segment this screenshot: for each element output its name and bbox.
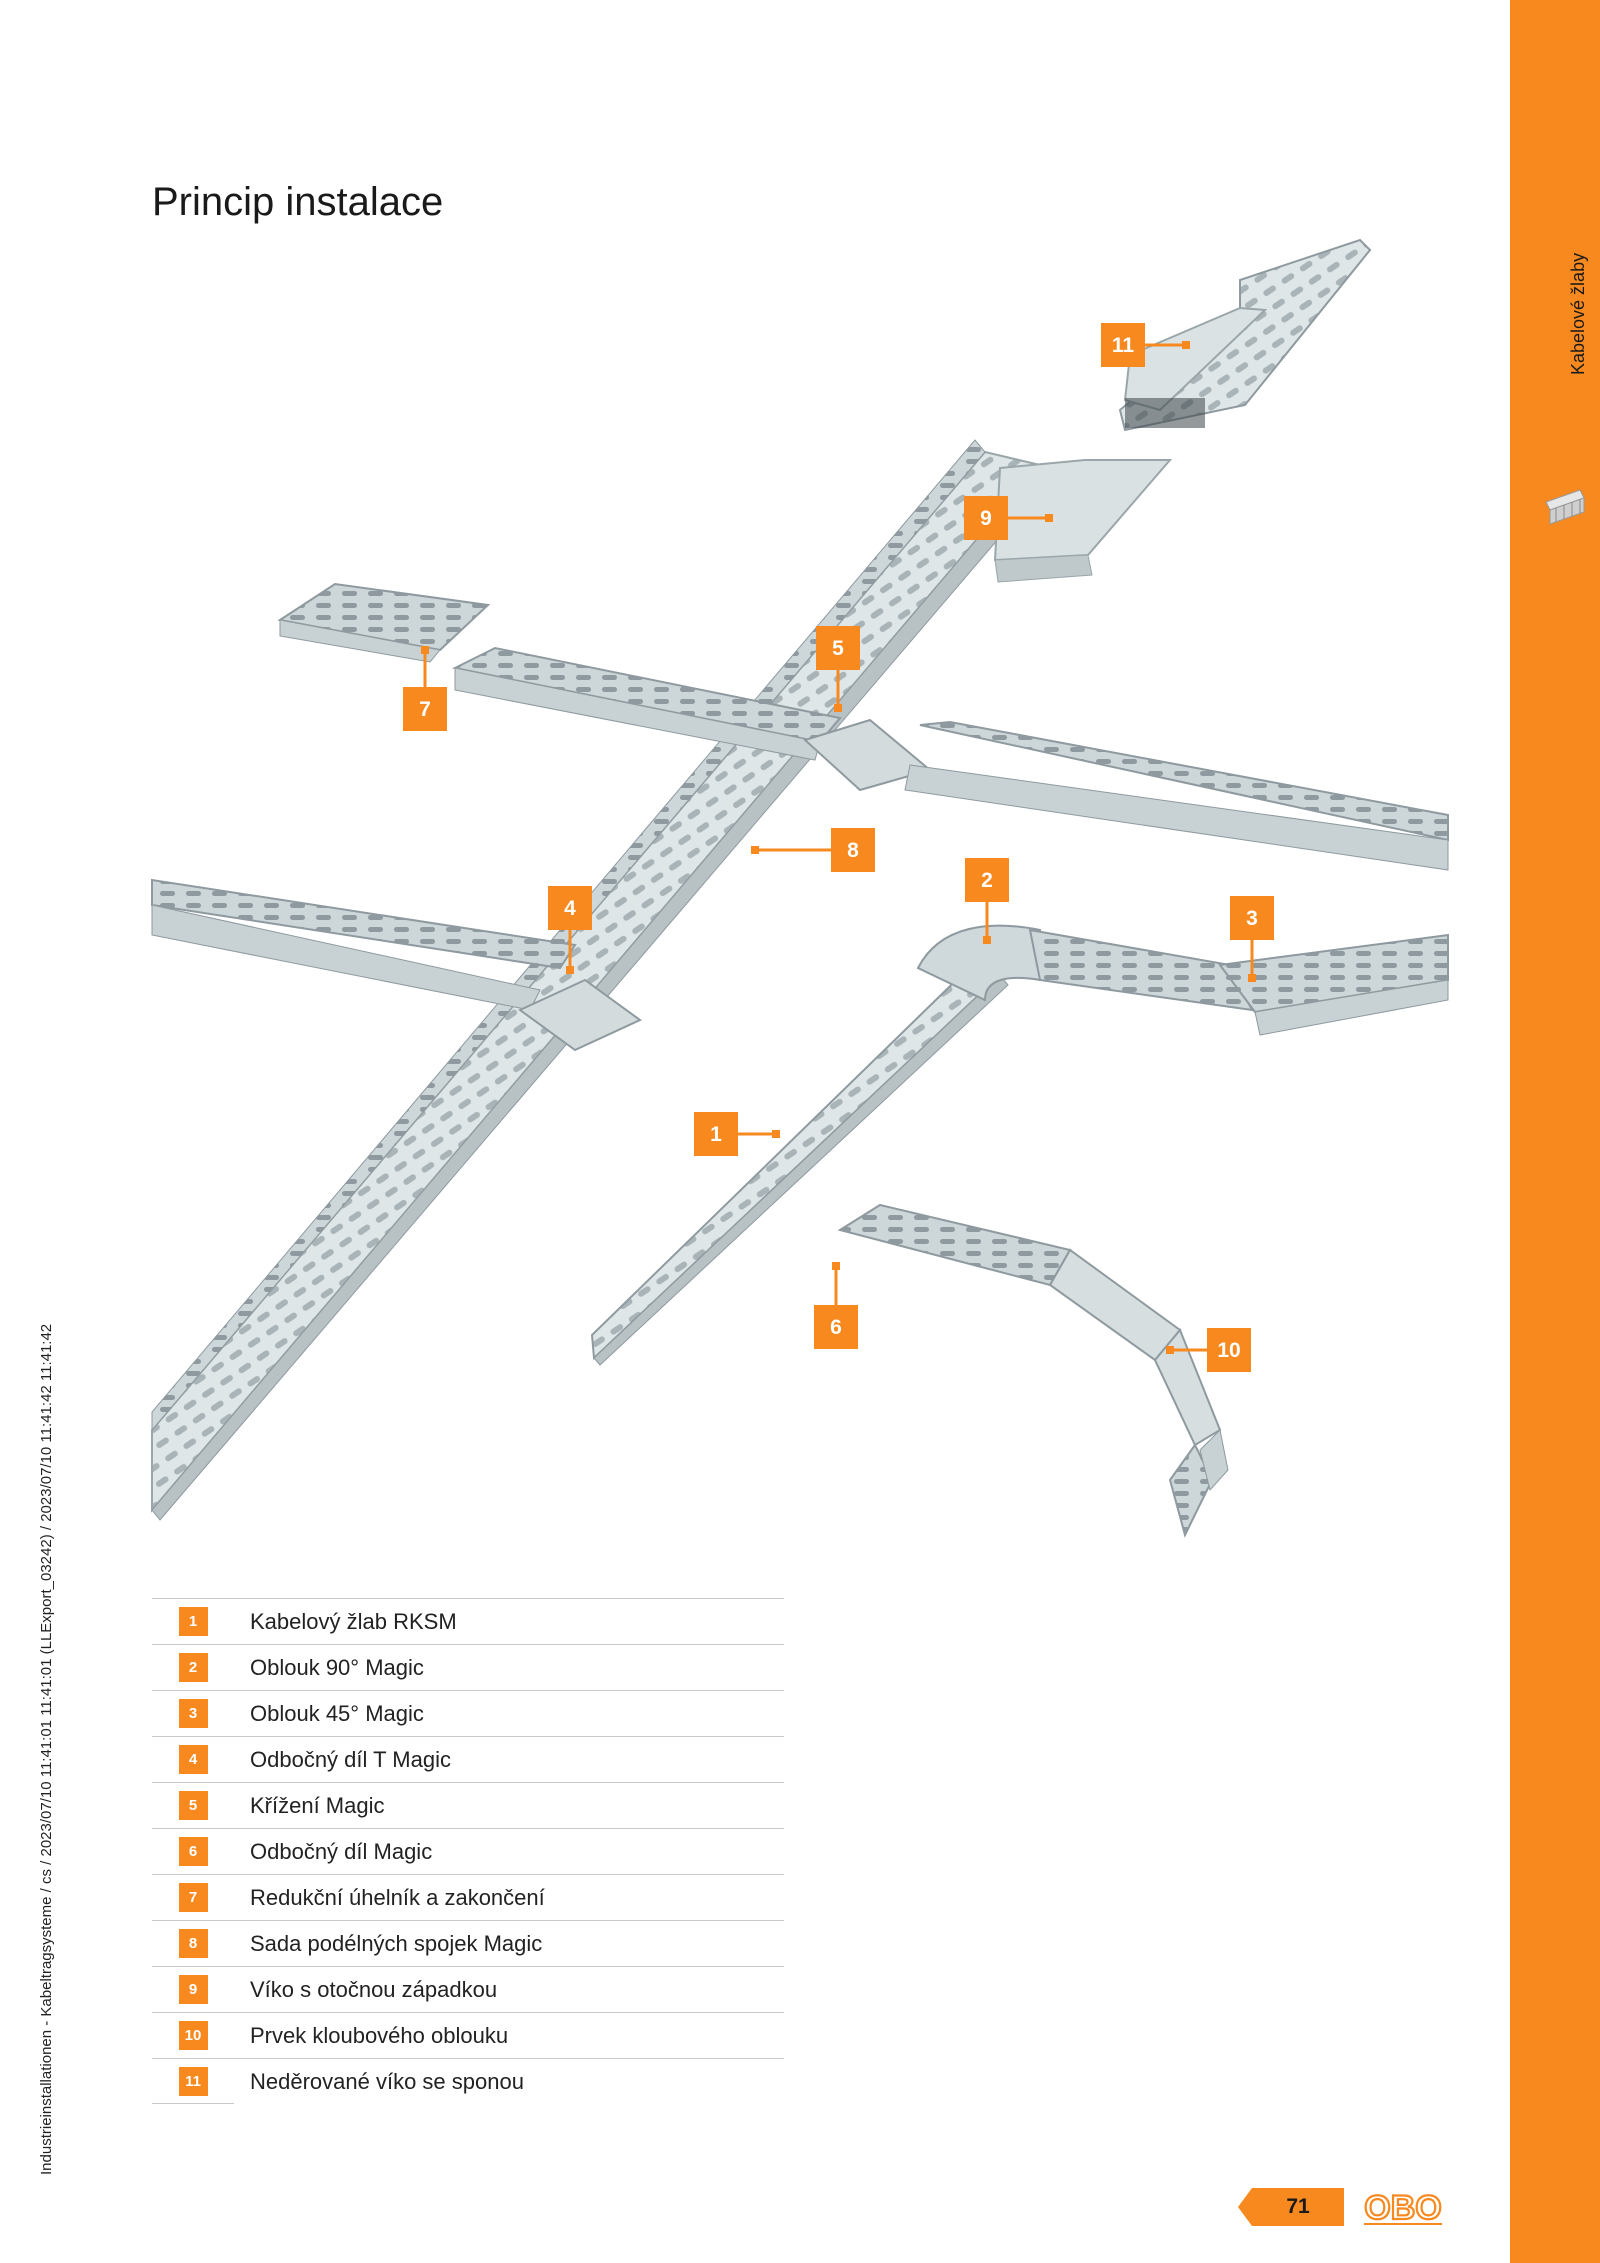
- legend-number-badge: 11: [178, 2067, 208, 2096]
- callout-6-label: 6: [830, 1316, 842, 1339]
- callout-8: 8: [751, 828, 875, 872]
- page-title: Princip instalace: [152, 180, 444, 224]
- callout-9-label: 9: [980, 507, 992, 530]
- legend-number-badge: 5: [178, 1791, 208, 1820]
- page-number-tab: [1238, 2188, 1344, 2226]
- left-upper-tray: [451, 646, 842, 761]
- legend-number-badge: 7: [178, 1883, 208, 1912]
- legend-number-badge: 9: [178, 1975, 208, 2004]
- page-number: 71: [1286, 2195, 1310, 2218]
- callout-7-label: 7: [419, 698, 431, 721]
- right-upper-tray: [904, 720, 1449, 871]
- legend-description: Odbočný díl Magic: [250, 1838, 433, 1864]
- legend-description: Oblouk 90° Magic: [250, 1654, 424, 1680]
- callout-3: 3: [1230, 896, 1274, 982]
- callout-7: 7: [403, 646, 447, 731]
- legend-description: Oblouk 45° Magic: [250, 1700, 424, 1726]
- legend-row: 1 Kabelový žlab RKSM: [152, 1599, 784, 1645]
- legend-description: Křížení Magic: [250, 1792, 385, 1818]
- legend-number-badge: 4: [178, 1745, 208, 1774]
- legend-row: 11 Neděrované víko se sponou: [152, 2059, 784, 2104]
- legend-row: 9 Víko s otočnou západkou: [152, 1967, 784, 2013]
- callout-9: 9: [964, 496, 1053, 540]
- legend-row: 7 Redukční úhelník a zakončení: [152, 1875, 784, 1921]
- legend-row: 6 Odbočný díl Magic: [152, 1829, 784, 1875]
- left-lower-tray: [151, 878, 577, 1011]
- callout-3-label: 3: [1246, 907, 1258, 930]
- callout-2: 2: [965, 858, 1009, 944]
- legend-number-badge: 1: [178, 1607, 208, 1636]
- legend-description: Neděrované víko se sponou: [250, 2068, 524, 2094]
- legend-description: Víko s otočnou západkou: [250, 1976, 498, 2002]
- installation-illustration: 11 9 5 7 8 4 2 3: [151, 238, 1449, 1538]
- legend-number-badge: 2: [178, 1653, 208, 1682]
- legend-description: Odbočný díl T Magic: [250, 1746, 451, 1772]
- legend-number-badge: 8: [178, 1929, 208, 1958]
- legend-row: 2 Oblouk 90° Magic: [152, 1645, 784, 1691]
- legend-row: 3 Oblouk 45° Magic: [152, 1691, 784, 1737]
- legend-row: 4 Odbočný díl T Magic: [152, 1737, 784, 1783]
- t-junction: [518, 978, 642, 1052]
- callout-10: 10: [1166, 1328, 1251, 1372]
- callout-5-label: 5: [832, 637, 844, 660]
- logo-text: OBO: [1364, 2189, 1441, 2226]
- bend-tray-run: [590, 924, 1449, 1366]
- callout-11: 11: [1101, 323, 1190, 367]
- callout-1-label: 1: [710, 1123, 722, 1146]
- legend-description: Redukční úhelník a zakončení: [250, 1884, 545, 1910]
- legend-row: 8 Sada podélných spojek Magic: [152, 1921, 784, 1967]
- legend-row: 5 Křížení Magic: [152, 1783, 784, 1829]
- section-label: Kabelové žlaby: [1568, 252, 1588, 375]
- callout-2-label: 2: [981, 869, 993, 892]
- legend-number-badge: 6: [178, 1837, 208, 1866]
- legend-description: Sada podélných spojek Magic: [250, 1930, 543, 1956]
- legend-number-badge: 10: [178, 2021, 208, 2050]
- hinged-bend-assembly: [837, 1203, 1229, 1538]
- callout-11-label: 11: [1112, 334, 1135, 357]
- legend-row: 10 Prvek kloubového oblouku: [152, 2013, 784, 2059]
- callout-1: 1: [694, 1112, 780, 1156]
- legend-bottom-rule: [152, 2103, 234, 2104]
- callout-5: 5: [816, 626, 860, 712]
- obo-logo: OBO: [1362, 2188, 1444, 2231]
- cable-tray-icon: [1542, 488, 1586, 541]
- callout-4: 4: [548, 886, 592, 974]
- callout-10-label: 10: [1217, 1339, 1240, 1362]
- callout-8-label: 8: [847, 839, 859, 862]
- legend-description: Prvek kloubového oblouku: [250, 2022, 509, 2048]
- reducer-tray-segment: [277, 582, 491, 663]
- callout-6: 6: [814, 1262, 858, 1349]
- legend-table: 1 Kabelový žlab RKSM 2 Oblouk 90° Magic …: [152, 1598, 784, 2104]
- top-tray-with-lid: [1118, 238, 1372, 432]
- lid-with-latch: [993, 459, 1173, 583]
- legend-number-badge: 3: [178, 1699, 208, 1728]
- legend-description: Kabelový žlab RKSM: [250, 1608, 457, 1634]
- section-sidebar: [1510, 0, 1600, 2263]
- callout-4-label: 4: [564, 897, 576, 920]
